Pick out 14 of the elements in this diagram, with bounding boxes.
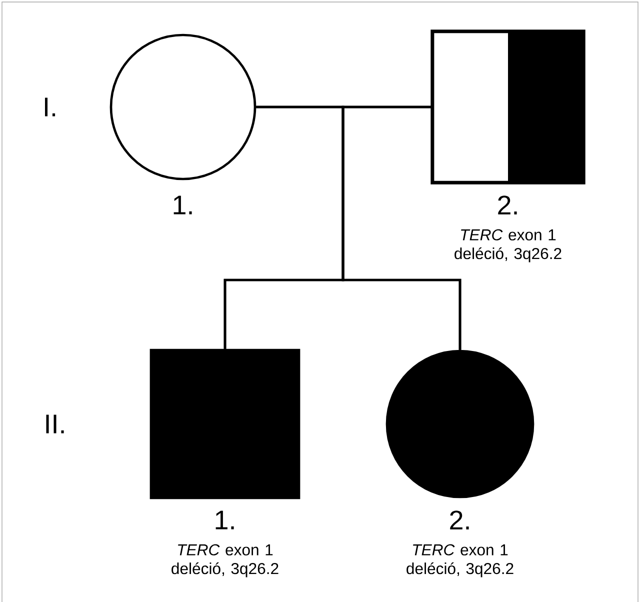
pedigree-line — [342, 106, 462, 350]
individual-number: 2. — [450, 510, 469, 530]
generation-label: II. — [46, 414, 64, 434]
variant-note: TERC exon 1 deléció, 3q26.2 — [406, 544, 514, 578]
variant-note: TERC exon 1 deléció, 3q26.2 — [454, 229, 562, 262]
individual-number: 1. — [174, 196, 192, 214]
male-square — [150, 348, 300, 500]
generation-label: I. — [45, 98, 56, 116]
individual-number: 2. — [498, 196, 517, 214]
female-circle — [110, 34, 256, 180]
variant-note: TERC exon 1 deléció, 3q26.2 — [172, 544, 278, 578]
male-square — [430, 30, 586, 184]
individual-number: 1. — [216, 510, 234, 530]
female-circle — [386, 350, 534, 498]
